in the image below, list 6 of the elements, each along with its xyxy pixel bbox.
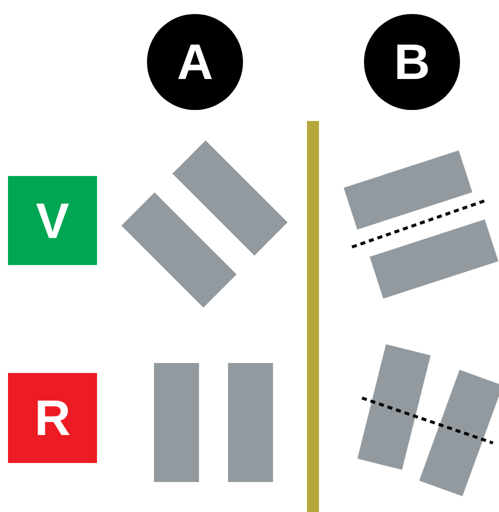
letter-label: B [394, 37, 430, 87]
letter-label: R [34, 393, 71, 443]
letter-label: V [36, 196, 70, 246]
letter-square [8, 176, 97, 265]
letter-label: A [176, 37, 214, 87]
letter-square [8, 373, 97, 463]
